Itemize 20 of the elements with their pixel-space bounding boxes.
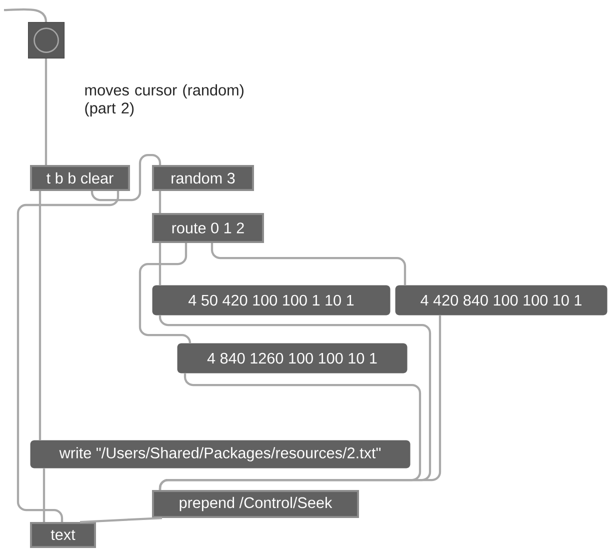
patch-cord bbox=[158, 243, 162, 285]
object-box: t b b clear bbox=[30, 165, 130, 191]
bang-button bbox=[28, 22, 65, 59]
object-box: random 3 bbox=[152, 165, 254, 191]
patch-cord bbox=[80, 516, 162, 524]
patch-cord bbox=[138, 243, 192, 344]
patch-cord bbox=[44, 58, 48, 165]
message-box: 4 50 420 100 100 1 10 1 bbox=[152, 285, 390, 316]
message-box: 4 420 840 100 100 10 1 bbox=[395, 285, 608, 316]
patch-cord bbox=[90, 154, 162, 202]
message-box: 4 840 1260 100 100 10 1 bbox=[177, 343, 408, 374]
patch-cord bbox=[16, 191, 120, 522]
patch-cord bbox=[42, 468, 46, 522]
patch-cord bbox=[38, 191, 42, 440]
object-box: prepend /Control/Seek bbox=[152, 490, 359, 518]
object-box: text bbox=[30, 522, 96, 548]
patch-cord bbox=[158, 191, 162, 213]
object-box: route 0 1 2 bbox=[152, 213, 264, 243]
message-box: write "/Users/Shared/Packages/resources/2.txt" bbox=[30, 440, 410, 468]
comment-text: moves cursor (random) (part 2) bbox=[85, 84, 244, 117]
